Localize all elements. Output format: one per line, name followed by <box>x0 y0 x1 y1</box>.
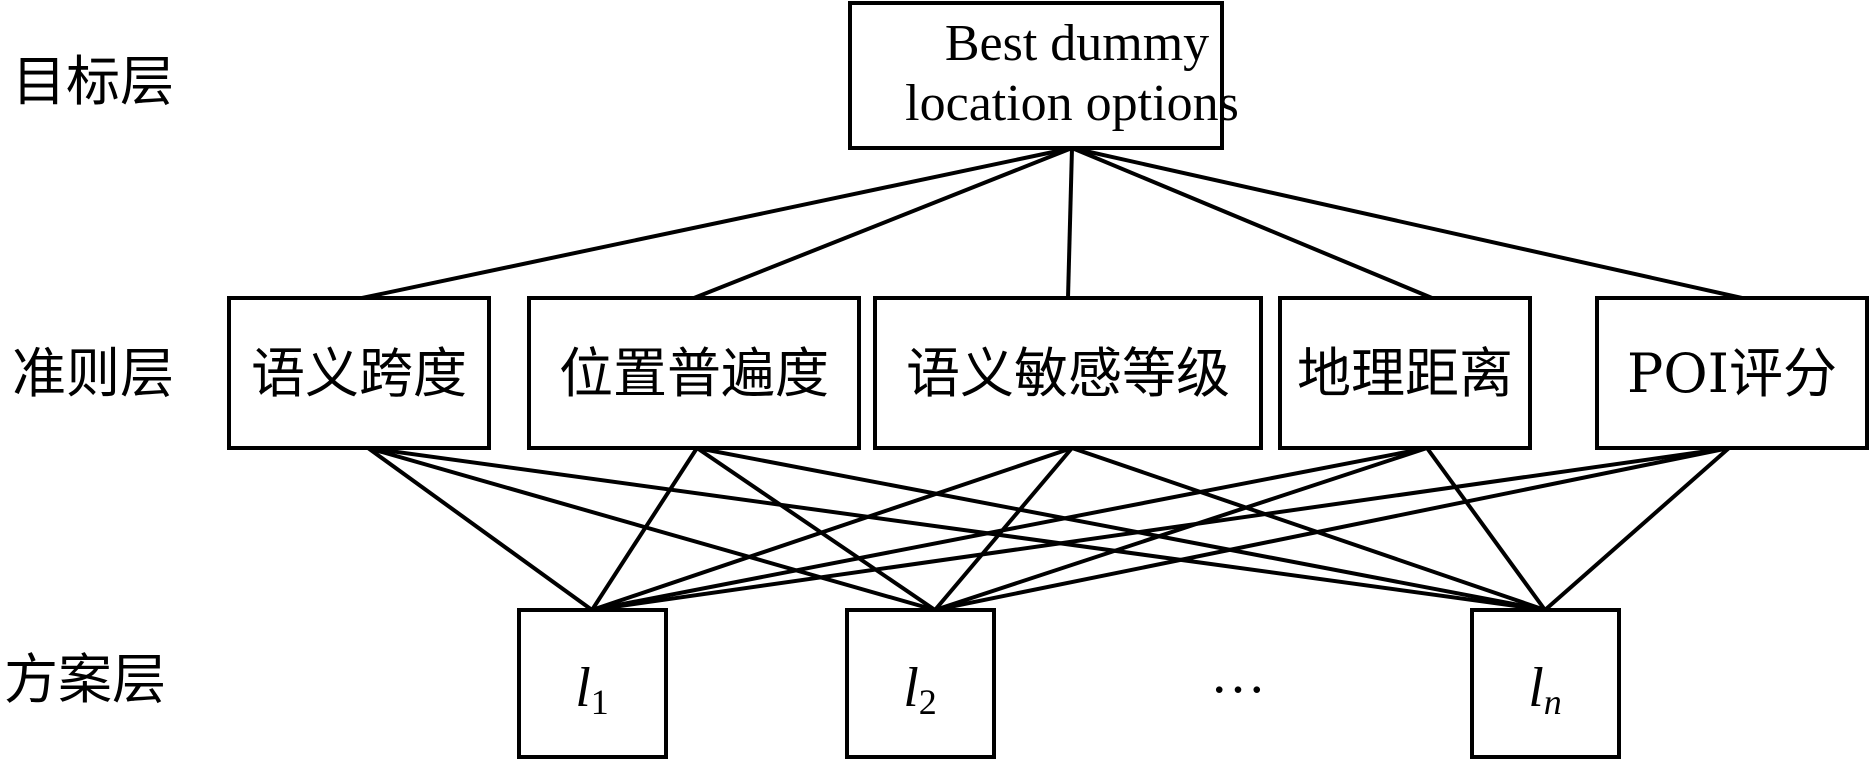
criterion-node-geo-distance: 地理距离 <box>1278 296 1532 450</box>
criterion-alternative-link <box>696 446 1546 612</box>
criterion-label-poi-score: POI评分 <box>1627 342 1837 405</box>
criterion-label-geo-distance: 地理距离 <box>1297 342 1513 405</box>
criterion-label-location-popularity: 位置普遍度 <box>559 342 829 405</box>
criterion-alternative-link <box>934 446 1730 612</box>
criterion-node-location-popularity: 位置普遍度 <box>527 296 861 450</box>
alternative-label-ln: ln <box>1528 657 1562 722</box>
criterion-alternative-link <box>1543 446 1731 612</box>
criterion-alternative-link <box>366 446 594 612</box>
criterion-box <box>1595 296 1869 450</box>
criterion-label-semantic-sensitivity: 语义敏感等级 <box>906 342 1230 405</box>
goal-box <box>848 1 1224 150</box>
alternative-label-l1: l1 <box>575 657 609 722</box>
alternative-box <box>517 608 668 759</box>
alternative-node-ln: ln <box>1470 608 1621 759</box>
alternative-node-l1: l1 <box>517 608 668 759</box>
goal-criterion-link <box>1071 146 1743 300</box>
ellipsis: … <box>1210 643 1266 705</box>
criterion-box <box>227 296 491 450</box>
goal-criterion-link <box>361 146 1073 300</box>
layer-label-alternatives: 方案层 <box>4 648 166 711</box>
criterion-alternative-link <box>1425 446 1547 612</box>
criterion-box <box>1278 296 1532 450</box>
criterion-alternative-link <box>590 446 699 612</box>
goal-node: Best dummy location options <box>848 1 1239 150</box>
criterion-alternative-link <box>1071 446 1546 612</box>
layer-label-criteria: 准则层 <box>12 342 174 405</box>
goal-line-2: location options <box>905 75 1239 132</box>
goal-line-1: Best dummy <box>945 15 1209 72</box>
criterion-label-semantic-span: 语义跨度 <box>251 342 467 405</box>
criterion-alternative-link <box>591 446 1073 612</box>
alternative-box <box>1470 608 1621 759</box>
layer-label-goal: 目标层 <box>12 50 174 113</box>
alternative-box <box>845 608 996 759</box>
alternative-node-l2: l2 <box>845 608 996 759</box>
goal-criterion-link <box>1066 147 1074 299</box>
connector-lines <box>361 146 1743 612</box>
criterion-node-poi-score: POI评分 <box>1595 296 1869 450</box>
alternative-label-l2: l2 <box>903 657 937 722</box>
criterion-alternative-link <box>367 446 936 612</box>
criterion-box <box>873 296 1263 450</box>
criterion-box <box>527 296 861 450</box>
criterion-alternative-link <box>695 446 937 612</box>
criterion-node-semantic-span: 语义跨度 <box>227 296 491 450</box>
criterion-alternative-link <box>367 446 1546 612</box>
goal-criterion-link <box>1071 146 1433 300</box>
criterion-alternative-link <box>591 446 1730 612</box>
goal-criterion-link <box>693 146 1073 300</box>
criterion-node-semantic-sensitivity: 语义敏感等级 <box>873 296 1263 450</box>
criterion-alternative-link <box>934 446 1428 612</box>
criterion-alternative-link <box>591 446 1428 612</box>
